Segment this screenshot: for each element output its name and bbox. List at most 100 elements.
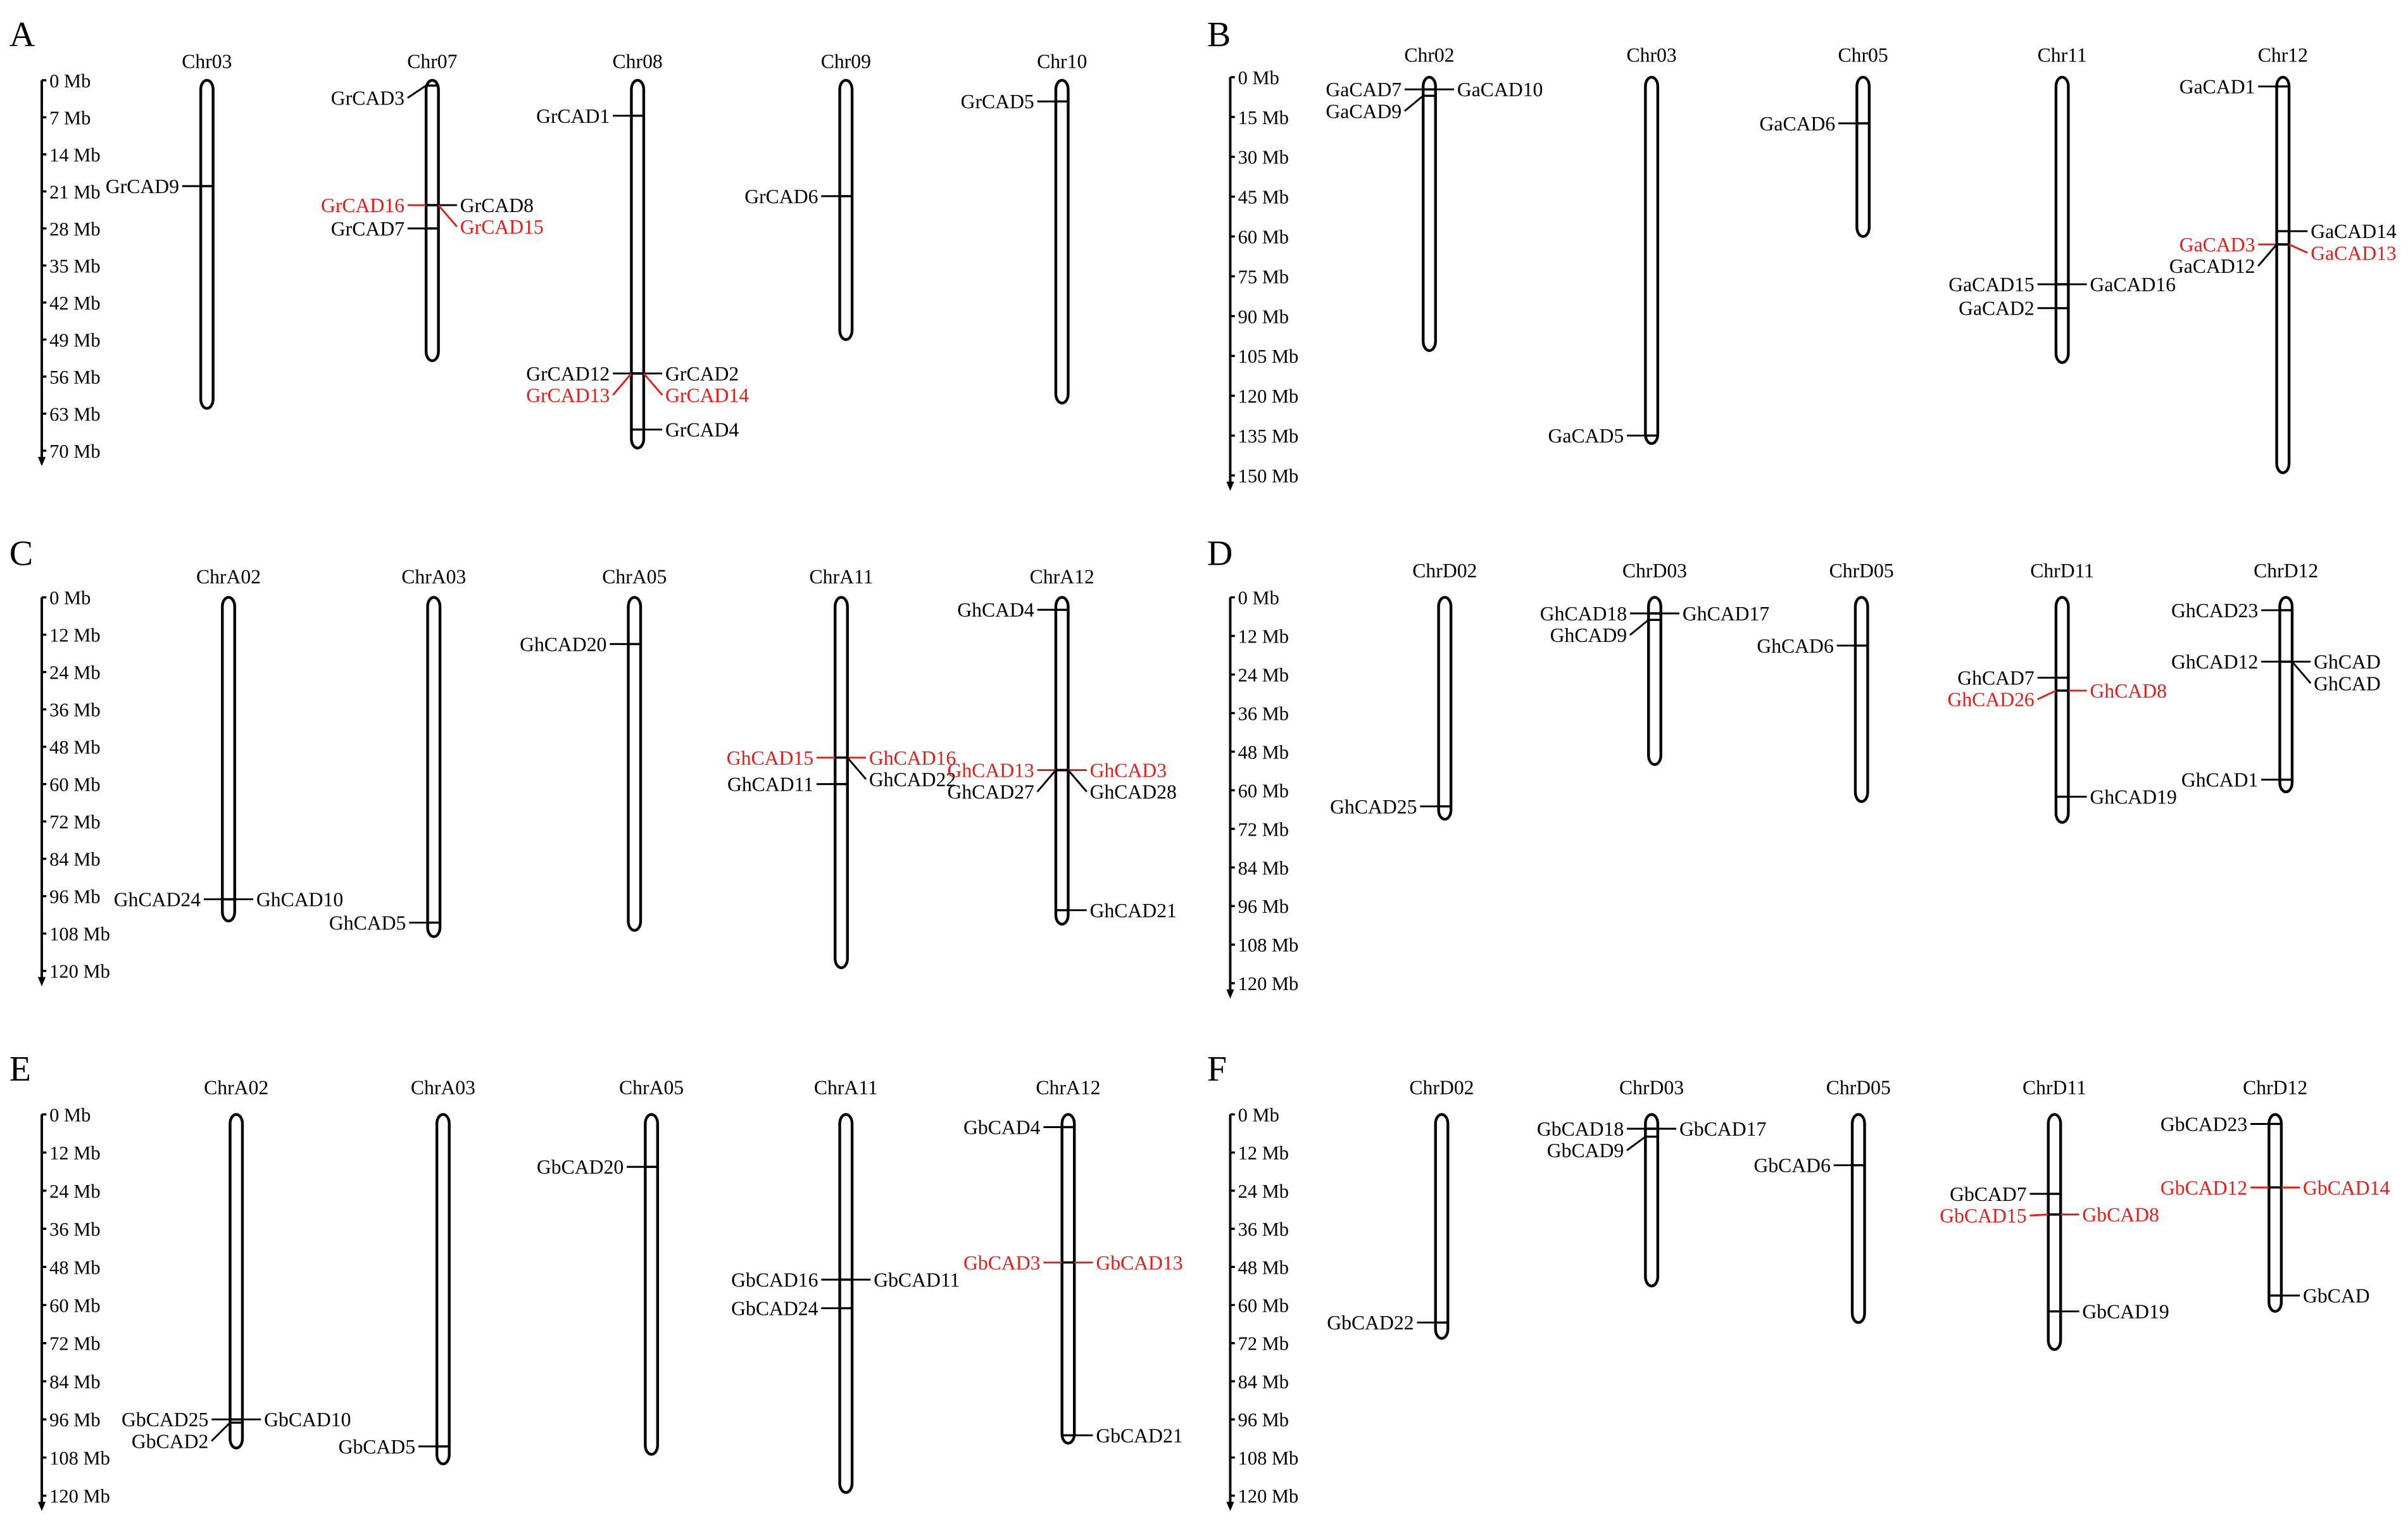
- gene-marker: GrCAD7: [331, 218, 439, 240]
- gene-marker: GhCAD19: [2055, 786, 2177, 808]
- gene-label: GhCAD7: [1957, 667, 2034, 689]
- chromosome-bar: [1644, 75, 1660, 445]
- tick-label: 108 Mb: [1238, 934, 1299, 956]
- chromosome-bar: [199, 78, 215, 410]
- gene-marker: GaCAD9: [1326, 94, 1436, 122]
- gene-marker: GaCAD12: [2169, 243, 2290, 277]
- gene-label: GrCAD9: [106, 175, 179, 198]
- gene-marker: GaCAD13: [2276, 242, 2397, 264]
- axis-arrow-icon: [1226, 481, 1234, 491]
- chromosome-title: Chr07: [407, 50, 457, 72]
- gene-label: GrCAD14: [665, 384, 749, 406]
- gene-marker: GrCAD5: [961, 91, 1069, 113]
- chromosome-title: ChrD12: [2254, 560, 2318, 582]
- axis-arrow-icon: [1226, 1502, 1234, 1512]
- gene-marker: GbCAD24: [731, 1298, 853, 1320]
- gene-marker: GaCAD5: [1548, 425, 1658, 447]
- gene-label: GhCAD10: [256, 889, 343, 911]
- tick-label: 60 Mb: [1238, 227, 1289, 248]
- gene-marker: GbCAD22: [1327, 1312, 1448, 1334]
- chromosome-bar: [838, 78, 854, 341]
- chromosome-title: ChrA05: [602, 566, 667, 588]
- tick-label: 84 Mb: [1238, 1371, 1289, 1393]
- gene-label: GbCAD22: [1327, 1312, 1414, 1334]
- gene-label: GbCAD12: [2160, 1177, 2247, 1199]
- gene-marker: GhCAD25: [1330, 796, 1452, 818]
- gene-label: GaCAD16: [2090, 273, 2176, 296]
- chromosome-bar: [834, 596, 849, 969]
- chromosome-title: ChrD02: [1412, 560, 1477, 582]
- chromosome-ChrA12: ChrA12GhCAD4GhCAD13GhCAD27GhCAD3GhCAD28G…: [947, 566, 1177, 926]
- gene-marker: GhCAD6: [1757, 635, 1868, 657]
- gene-label: GhCAD19: [2090, 786, 2177, 808]
- gene-marker: GrCAD16: [321, 194, 439, 217]
- gene-label: GrCAD3: [331, 87, 404, 110]
- gene-label: GhCAD13: [947, 759, 1034, 781]
- gene-label: GhCAD9: [1550, 624, 1627, 646]
- gene-connector: [846, 756, 867, 780]
- gene-marker: GhCAD: [2279, 651, 2381, 673]
- gene-marker: GbCAD14: [2269, 1177, 2390, 1199]
- tick-label: 0 Mb: [49, 587, 91, 609]
- tick-label: 135 Mb: [1238, 425, 1299, 447]
- gene-label: GbCAD15: [1940, 1205, 2026, 1227]
- tick-label: 72 Mb: [49, 1333, 100, 1355]
- gene-label: GbCAD2: [132, 1430, 208, 1452]
- gene-label: GrCAD1: [536, 105, 610, 127]
- chromosome-bar: [1853, 596, 1869, 803]
- gene-marker: GbCAD7: [1950, 1183, 2061, 1205]
- gene-marker: GbCAD18: [1537, 1118, 1658, 1140]
- chromosome-bar: [1850, 1113, 1866, 1324]
- tick-label: 60 Mb: [1238, 1295, 1289, 1317]
- tick-label: 0 Mb: [1238, 67, 1279, 89]
- gene-label: GhCAD16: [869, 747, 956, 769]
- chromosome-title: ChrA05: [619, 1077, 684, 1099]
- gene-marker: GbCAD3: [963, 1252, 1075, 1274]
- gene-marker: GhCAD8: [2055, 680, 2167, 702]
- tick-label: 96 Mb: [1238, 1409, 1289, 1431]
- chromosome-title: ChrA11: [810, 566, 874, 588]
- gene-label: GbCAD16: [731, 1269, 818, 1291]
- gene-marker: GhCAD7: [1957, 667, 2069, 689]
- chromosome-bar: [627, 596, 643, 932]
- gene-label: GhCAD1: [2181, 769, 2258, 791]
- gene-label: GbCAD4: [963, 1116, 1041, 1138]
- gene-label: GrCAD5: [961, 91, 1034, 113]
- tick-label: 36 Mb: [1238, 703, 1289, 724]
- chromosome-bar: [1054, 596, 1070, 926]
- gene-marker: GbCAD8: [2048, 1203, 2159, 1226]
- gene-marker: GhCAD21: [1055, 900, 1177, 922]
- tick-label: 96 Mb: [49, 1409, 100, 1431]
- chromosome-bar: [1054, 78, 1070, 405]
- gene-label: GbCAD8: [2082, 1203, 2159, 1226]
- chromosome-bar: [2054, 596, 2070, 824]
- gene-marker: GhCAD16: [835, 747, 956, 769]
- gene-label: GrCAD7: [331, 218, 404, 240]
- chromosome-bar: [1437, 596, 1453, 821]
- gene-label: GhCAD22: [869, 769, 956, 791]
- tick-label: 96 Mb: [49, 886, 100, 908]
- tick-label: 120 Mb: [1238, 1486, 1299, 1507]
- gene-connector: [612, 372, 632, 396]
- chromosome-bar: [630, 78, 646, 449]
- tick-label: 0 Mb: [1238, 1104, 1279, 1126]
- gene-marker: GhCAD24: [114, 889, 235, 911]
- axis-arrow-icon: [1226, 989, 1234, 999]
- gene-label: GaCAD3: [2179, 234, 2255, 256]
- gene-connector: [2291, 661, 2312, 684]
- gene-label: GhCAD24: [114, 889, 201, 911]
- gene-marker: GaCAD10: [1423, 78, 1543, 101]
- gene-label: GhCAD15: [727, 747, 813, 769]
